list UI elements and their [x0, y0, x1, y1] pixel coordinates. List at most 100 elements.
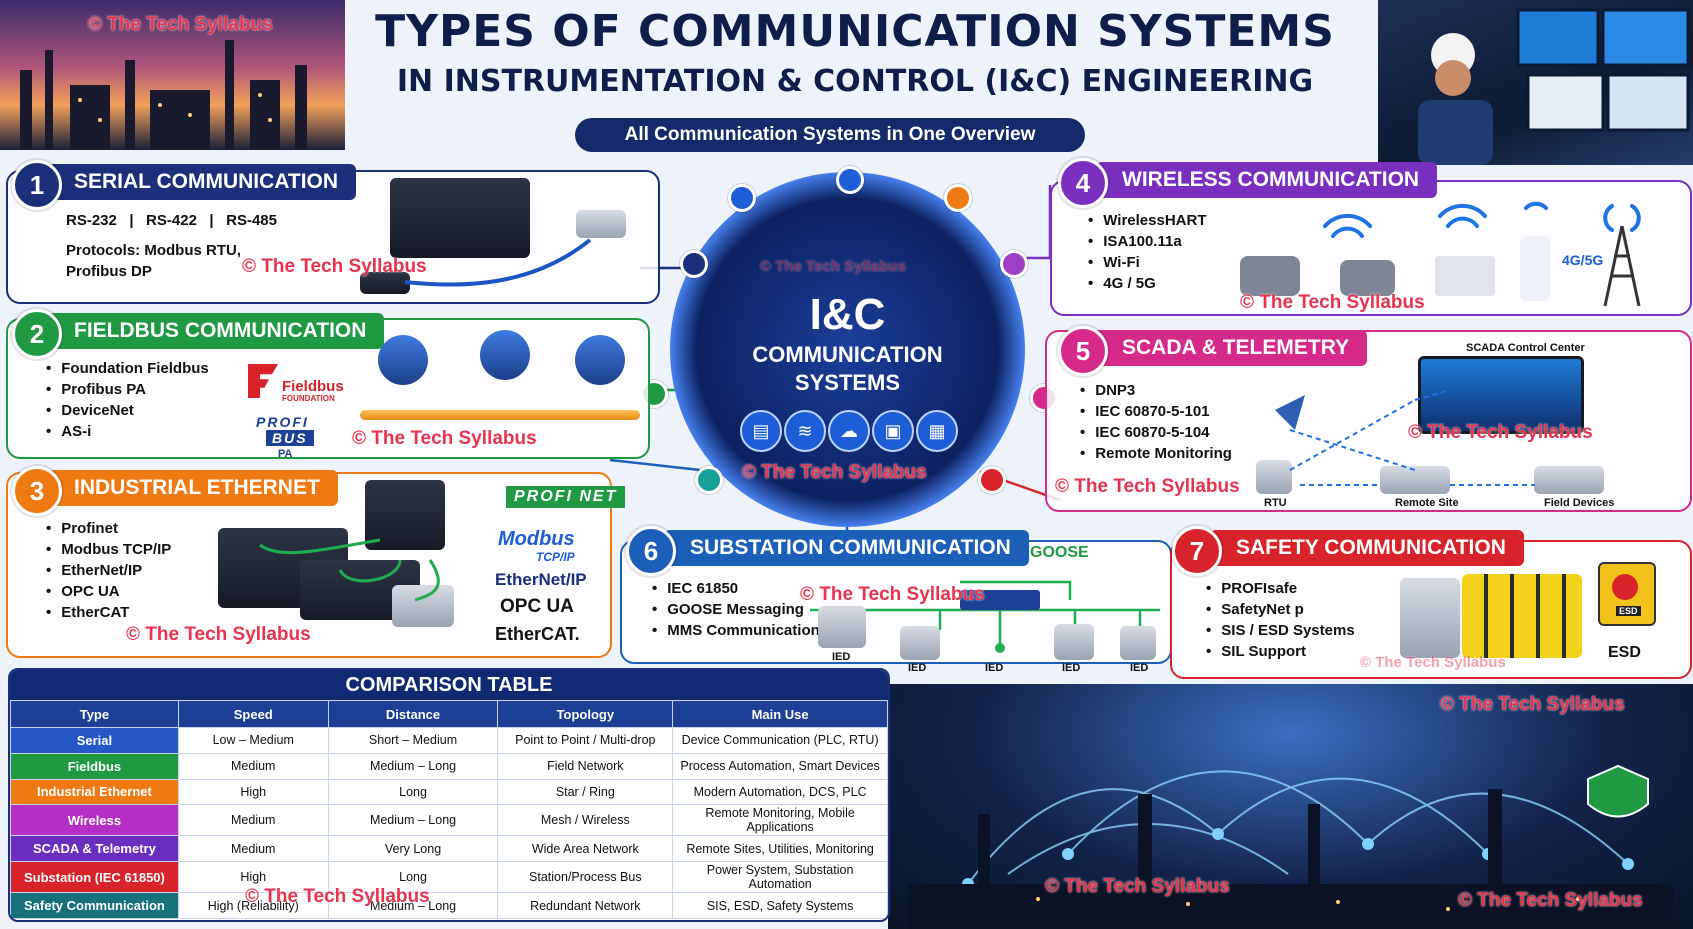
- column-header: Speed: [177, 700, 329, 728]
- table-cell-speed: Medium: [177, 804, 329, 837]
- substation-title: SUBSTATION COMMUNICATION: [664, 530, 1029, 566]
- list-item: GOOSE Messaging: [652, 599, 820, 620]
- scada-number-badge: 5: [1058, 326, 1108, 376]
- hub-circle: [670, 172, 1025, 527]
- watermark: © The Tech Syllabus: [1440, 694, 1625, 715]
- wifi-icon: ≋: [784, 410, 826, 452]
- scada-list: DNP3 IEC 60870-5-101 IEC 60870-5-104 Rem…: [1080, 380, 1232, 464]
- table-cell-type: Safety Communication: [10, 892, 179, 919]
- process-pipe: [360, 410, 640, 420]
- table-cell-speed: Low – Medium: [177, 727, 329, 754]
- tower-label: 4G/5G: [1562, 252, 1604, 268]
- watermark: © The Tech Syllabus: [1408, 422, 1593, 443]
- substation-list: IEC 61850 GOOSE Messaging MMS Communicat…: [652, 578, 820, 641]
- rtu-cabinet: [1256, 460, 1292, 494]
- table-cell-distance: Medium – Long: [327, 804, 499, 837]
- hub-node: [944, 184, 972, 212]
- table-cell-use: Process Automation, Smart Devices: [672, 752, 888, 780]
- watermark: © The Tech Syllabus: [88, 14, 273, 35]
- column-header: Topology: [497, 700, 674, 728]
- table-cell-topology: Star / Ring: [497, 778, 674, 806]
- wireless-devices: [1240, 201, 1641, 307]
- table-cell-topology: Mesh / Wireless: [497, 804, 674, 837]
- ethernet-list: Profinet Modbus TCP/IP EtherNet/IP OPC U…: [46, 518, 171, 623]
- ethernet-title: INDUSTRIAL ETHERNET: [48, 470, 338, 506]
- hub-title: I&C: [809, 290, 886, 339]
- profinet-logo: PROFI NET: [506, 486, 626, 508]
- watermark: © The Tech Syllabus: [1240, 292, 1425, 313]
- comparison-grid: Type Speed Distance Topology Main Use Se…: [10, 700, 888, 919]
- table-cell-topology: Field Network: [497, 752, 674, 780]
- ied-device: [818, 606, 866, 648]
- scada-monitors: [1418, 356, 1584, 434]
- document-icon: ▤: [740, 410, 782, 452]
- watermark: © The Tech Syllabus: [242, 256, 427, 277]
- hub-node: [836, 166, 864, 194]
- serial-number-badge: 1: [12, 160, 62, 210]
- hub-node: [978, 466, 1006, 494]
- ethernet-switch: [365, 480, 445, 550]
- esd-button-label: ESD: [1616, 606, 1641, 616]
- table-cell-topology: Point to Point / Multi-drop: [497, 727, 674, 754]
- watermark: © The Tech Syllabus: [126, 624, 311, 645]
- list-item: SIL Support: [1206, 641, 1355, 662]
- safety-title: SAFETY COMMUNICATION: [1210, 530, 1524, 566]
- plant-network-illustration: [908, 764, 1673, 929]
- table-cell-type: Industrial Ethernet: [10, 778, 179, 806]
- list-item: ISA100.11a: [1088, 231, 1207, 252]
- plc-rack: [390, 178, 530, 258]
- list-item: IEC 60870-5-101: [1080, 401, 1232, 422]
- substation-bus: [810, 580, 1160, 653]
- watermark: © The Tech Syllabus: [1055, 476, 1240, 497]
- table-cell-speed: High (Reliability): [177, 892, 329, 919]
- main-subtitle: IN INSTRUMENTATION & CONTROL (I&C) ENGIN…: [396, 64, 1314, 99]
- serial-title: SERIAL COMMUNICATION: [48, 164, 357, 200]
- comparison-title: COMPARISON TABLE: [10, 670, 888, 700]
- watermark: © The Tech Syllabus: [760, 258, 906, 275]
- safety-controller: [1400, 578, 1460, 658]
- table-cell-use: SIS, ESD, Safety Systems: [672, 892, 888, 919]
- list-item: IEC 61850: [652, 578, 820, 599]
- wireless-title: WIRELESS COMMUNICATION: [1096, 162, 1438, 198]
- list-item: DNP3: [1080, 380, 1232, 401]
- watermark: © The Tech Syllabus: [1360, 654, 1506, 671]
- profibus-logo-mid: BUS: [266, 430, 314, 446]
- list-item: Modbus TCP/IP: [46, 539, 171, 560]
- list-item: AS-i: [46, 421, 209, 442]
- cloud-icon: ☁: [828, 410, 870, 452]
- lock-icon: ▣: [872, 410, 914, 452]
- watermark: © The Tech Syllabus: [800, 584, 985, 605]
- table-cell-use: Remote Monitoring, Mobile Applications: [672, 804, 888, 837]
- field-devices: [1534, 466, 1604, 494]
- table-cell-speed: High: [177, 861, 329, 894]
- plant-network-photo: [888, 684, 1693, 929]
- watermark: © The Tech Syllabus: [1045, 876, 1230, 897]
- rtu-label: RTU: [1264, 497, 1287, 509]
- watermark: © The Tech Syllabus: [742, 462, 927, 483]
- table-cell-distance: Very Long: [327, 835, 499, 863]
- list-item: MMS Communication: [652, 620, 820, 641]
- safety-number-badge: 7: [1172, 526, 1222, 576]
- table-cell-topology: Station/Process Bus: [497, 861, 674, 894]
- table-cell-speed: Medium: [177, 835, 329, 863]
- control-room-photo: [1378, 0, 1693, 165]
- column-header: Type: [10, 700, 179, 728]
- table-cell-speed: Medium: [177, 752, 329, 780]
- ethernet-cables: [259, 538, 440, 602]
- wireless-list: WirelessHART ISA100.11a Wi-Fi 4G / 5G: [1088, 210, 1207, 294]
- ethernet-number-badge: 3: [12, 466, 62, 516]
- remote-site: [1380, 466, 1450, 494]
- list-item: Wi-Fi: [1088, 252, 1207, 273]
- ied-label: IED: [1130, 662, 1149, 674]
- esd-button-icon: [1612, 574, 1638, 600]
- table-cell-speed: High: [177, 778, 329, 806]
- list-item: Remote Monitoring: [1080, 443, 1232, 464]
- scada-title: SCADA & TELEMETRY: [1096, 330, 1368, 366]
- opc-ua-logo: OPC UA: [500, 596, 574, 617]
- ied-label: IED: [1062, 662, 1081, 674]
- list-item: OPC UA: [46, 581, 171, 602]
